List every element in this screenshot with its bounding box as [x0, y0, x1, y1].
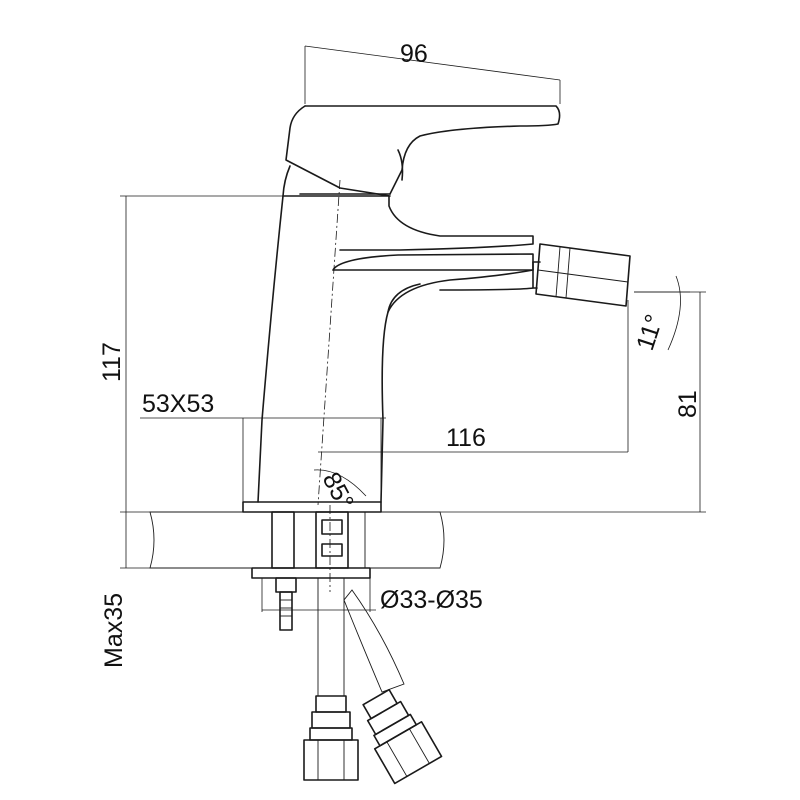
dim-base-size: 53X53: [142, 390, 214, 418]
dim-spout-height: 81: [674, 390, 702, 418]
spray-head: [532, 243, 631, 307]
dim-max-thickness: Max35: [100, 593, 128, 668]
dim-handle-length: 96: [400, 40, 428, 68]
countertop-section: [149, 511, 445, 569]
dimension-lines: [120, 45, 706, 612]
flexible-hoses: [303, 577, 443, 785]
faucet-body: [242, 105, 561, 513]
center-lines: [317, 179, 341, 592]
dimension-labels: 96 117 81 53X53 116 11° 85° Ø33-Ø35 Max3…: [98, 40, 702, 668]
dim-spray-angle: 11°: [631, 311, 669, 354]
dim-body-angle: 85°: [317, 468, 359, 515]
mounting-hardware: [251, 511, 371, 631]
dim-overall-height: 117: [98, 342, 126, 382]
dim-spout-reach: 116: [446, 424, 486, 452]
dim-hole-diameter: Ø33-Ø35: [380, 586, 483, 614]
